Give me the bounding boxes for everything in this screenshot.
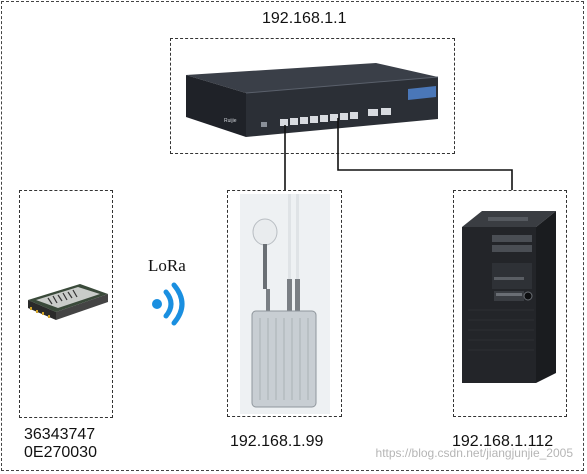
cable-router-server [337, 118, 513, 190]
lora-label: LoRa [148, 256, 186, 275]
module-id-line1: 36343747 [24, 426, 96, 443]
router-brand: Ruijie [224, 118, 237, 124]
wireless-signal-icon [152, 282, 185, 326]
server-ip-label: 192.168.1.112 [452, 433, 554, 450]
module-id-line2: 0E270030 [24, 444, 97, 461]
lora-module-icon [28, 284, 108, 320]
tower-server-icon [462, 211, 556, 383]
router-icon: Ruijie [186, 63, 439, 137]
gateway-box [227, 190, 342, 417]
watermark-url: https://blog.csdn.net/jiangjunjie_2005 [375, 446, 573, 460]
router-box [170, 38, 455, 154]
outdoor-gateway-icon [240, 194, 330, 414]
module-box [19, 190, 113, 418]
gateway-ip-label: 192.168.1.99 [230, 433, 324, 450]
server-box [453, 190, 567, 417]
router-ip-label: 192.168.1.1 [262, 10, 347, 27]
